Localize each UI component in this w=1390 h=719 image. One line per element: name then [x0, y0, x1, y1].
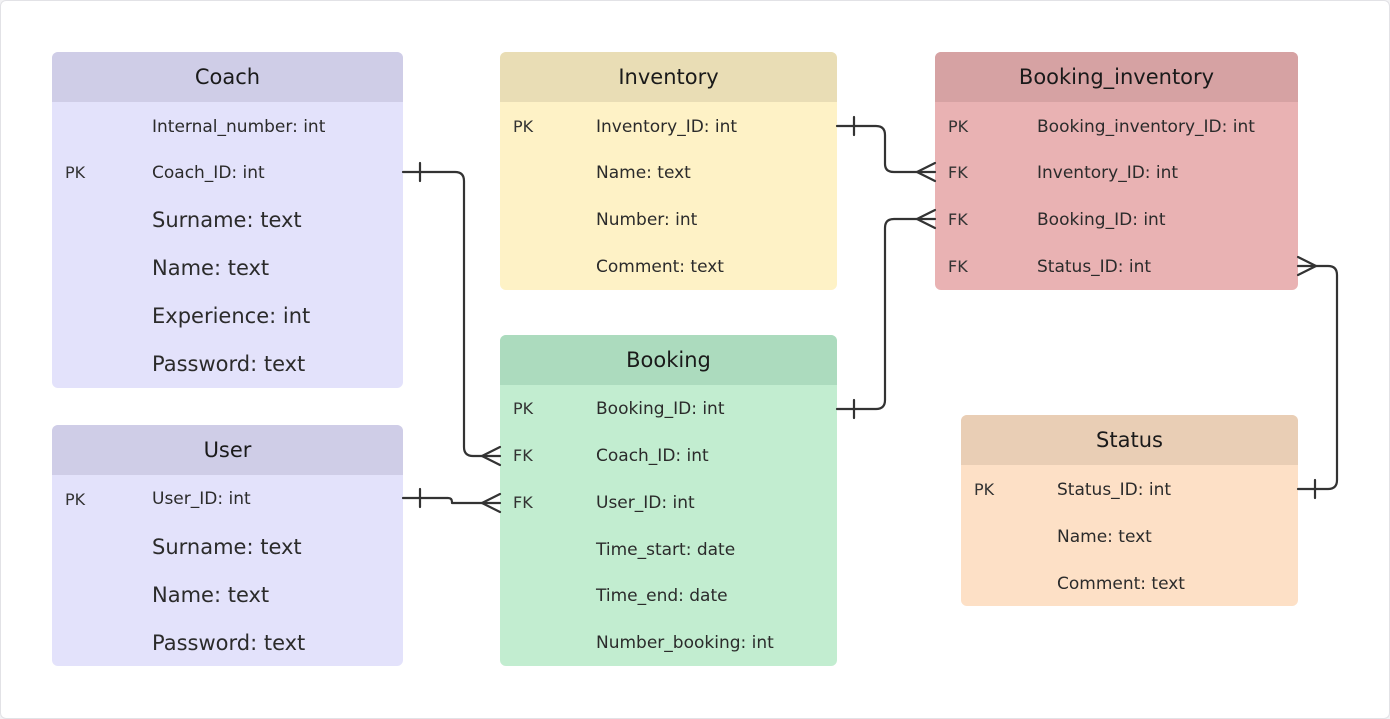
entity-inventory[interactable]: Inventory PK Inventory_ID: int Name: tex…	[500, 52, 837, 290]
attribute-field: Surname: text	[152, 208, 302, 232]
attribute-field: Inventory_ID: int	[1037, 162, 1179, 183]
attribute-row: Name: text	[52, 571, 403, 619]
entity-status[interactable]: Status PK Status_ID: int Name: text Comm…	[961, 415, 1298, 606]
entity-title: Status	[961, 415, 1298, 465]
attribute-field: Booking_ID: int	[1037, 209, 1166, 230]
entity-booking-inventory[interactable]: Booking_inventory PK Booking_inventory_I…	[935, 52, 1298, 290]
attribute-field: Coach_ID: int	[596, 445, 709, 466]
attribute-field: Status_ID: int	[1057, 479, 1172, 500]
attribute-row: Number_booking: int	[500, 619, 837, 666]
key-label: PK	[948, 117, 969, 136]
attribute-field: Comment: text	[596, 256, 724, 277]
entity-title: Coach	[52, 52, 403, 102]
attribute-row: PK Status_ID: int	[961, 466, 1298, 513]
key-label: FK	[948, 210, 968, 229]
attribute-field: Name: text	[1057, 526, 1152, 547]
attribute-field: User_ID: int	[152, 489, 251, 509]
attribute-field: Coach_ID: int	[152, 162, 265, 183]
entity-title: Inventory	[500, 52, 837, 102]
attribute-field: Booking_inventory_ID: int	[1037, 116, 1255, 137]
attribute-row: FK Status_ID: int	[935, 243, 1298, 290]
attribute-row: FK User_ID: int	[500, 479, 837, 526]
attribute-row: FK Booking_ID: int	[935, 196, 1298, 243]
attribute-field: Password: text	[152, 631, 306, 655]
key-label: FK	[948, 163, 968, 182]
key-label: PK	[513, 399, 534, 418]
attribute-field: Password: text	[152, 352, 306, 376]
attribute-field: Time_start: date	[596, 539, 736, 560]
attribute-field: Name: text	[596, 162, 691, 183]
entity-coach[interactable]: Coach Internal_number: int PK Coach_ID: …	[52, 52, 403, 388]
attribute-row: Name: text	[961, 513, 1298, 560]
key-label: PK	[974, 480, 995, 499]
key-label: PK	[513, 117, 534, 136]
attribute-field: User_ID: int	[596, 492, 695, 513]
attribute-row: Time_start: date	[500, 526, 837, 573]
attribute-field: Experience: int	[152, 304, 311, 328]
attribute-field: Surname: text	[152, 535, 302, 559]
entity-booking[interactable]: Booking PK Booking_ID: int FK Coach_ID: …	[500, 335, 837, 666]
key-label: FK	[513, 446, 533, 465]
attribute-row: Surname: text	[52, 196, 403, 244]
attribute-row: PK Inventory_ID: int	[500, 103, 837, 150]
entity-title: User	[52, 425, 403, 475]
attribute-field: Booking_ID: int	[596, 398, 725, 419]
attribute-row: PK Booking_inventory_ID: int	[935, 103, 1298, 150]
attribute-field: Inventory_ID: int	[596, 116, 738, 137]
attribute-row: Password: text	[52, 619, 403, 666]
entity-user[interactable]: User PK User_ID: int Surname: text Name:…	[52, 425, 403, 666]
attribute-row: Surname: text	[52, 523, 403, 571]
key-label: FK	[948, 257, 968, 276]
attribute-field: Name: text	[152, 256, 270, 280]
attribute-field: Time_end: date	[596, 586, 728, 606]
attribute-row: Name: text	[500, 149, 837, 196]
attribute-row: Comment: text	[500, 243, 837, 290]
attribute-row: PK Booking_ID: int	[500, 385, 837, 432]
attribute-row: Name: text	[52, 244, 403, 292]
attribute-field: Comment: text	[1057, 573, 1185, 594]
attribute-row: FK Coach_ID: int	[500, 432, 837, 479]
attribute-field: Status_ID: int	[1037, 256, 1152, 277]
entity-title: Booking_inventory	[935, 52, 1298, 102]
attribute-row: Experience: int	[52, 292, 403, 340]
attribute-row: Password: text	[52, 340, 403, 388]
key-label: FK	[513, 493, 533, 512]
attribute-row: PK User_ID: int	[52, 475, 403, 523]
attribute-row: Time_end: date	[500, 573, 837, 619]
attribute-field: Number: int	[596, 209, 698, 230]
attribute-field: Number_booking: int	[596, 632, 774, 653]
key-label: PK	[65, 489, 86, 509]
attribute-row: Comment: text	[961, 560, 1298, 606]
attribute-field: Name: text	[152, 583, 270, 607]
entity-title: Booking	[500, 335, 837, 385]
attribute-row: Internal_number: int	[52, 103, 403, 150]
attribute-row: PK Coach_ID: int	[52, 149, 403, 196]
attribute-field: Internal_number: int	[152, 116, 326, 137]
key-label: PK	[65, 163, 86, 182]
attribute-row: Number: int	[500, 196, 837, 243]
attribute-row: FK Inventory_ID: int	[935, 149, 1298, 196]
